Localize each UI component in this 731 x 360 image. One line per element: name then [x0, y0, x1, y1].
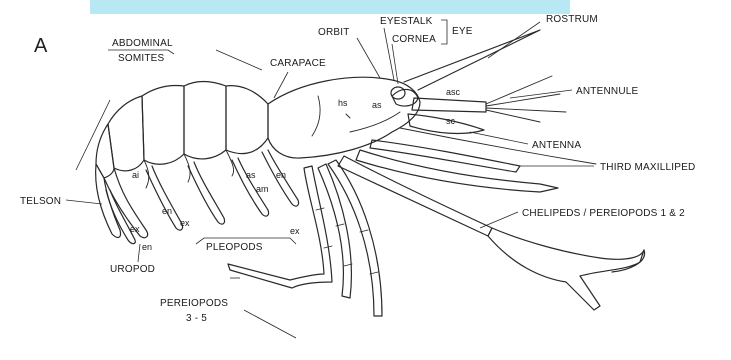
label-ex-3: ex	[290, 226, 300, 236]
label-uropod: UROPOD	[110, 264, 155, 275]
label-eye: EYE	[452, 26, 473, 37]
label-cornea: CORNEA	[392, 34, 436, 45]
label-orbit: ORBIT	[318, 27, 350, 38]
label-eyestalk: EYESTALK	[380, 16, 433, 27]
labels: ABDOMINAL SOMITES CARAPACE ORBIT EYESTAL…	[20, 14, 695, 324]
label-pereiopods: PEREIOPODS	[160, 298, 228, 309]
label-en-2: en	[276, 170, 286, 180]
shrimp-body	[96, 30, 645, 316]
label-en-3: en	[162, 206, 172, 216]
label-asc: asc	[446, 87, 461, 97]
panel-letter: A	[34, 35, 48, 57]
label-en-1: en	[142, 242, 152, 252]
label-as-pleo: as	[246, 170, 256, 180]
label-third-maxilliped: THIRD MAXILLIPED	[600, 162, 695, 173]
label-sc: sc	[446, 116, 456, 126]
label-carapace: CARAPACE	[270, 58, 326, 69]
label-abdominal: ABDOMINAL	[112, 38, 173, 49]
label-telson: TELSON	[20, 196, 61, 207]
label-am: am	[256, 184, 269, 194]
label-rostrum: ROSTRUM	[546, 14, 598, 25]
label-chelipeds: CHELIPEDS / PEREIOPODS 1 & 2	[522, 208, 685, 219]
header-band	[90, 0, 570, 14]
leader-lines	[66, 20, 594, 338]
hepatic-spine-marker	[346, 114, 350, 118]
label-ex-1: ex	[180, 218, 190, 228]
label-ex-2: ex	[130, 224, 140, 234]
label-as-head: as	[372, 100, 382, 110]
label-antennule: ANTENNULE	[576, 86, 638, 97]
label-antenna: ANTENNA	[532, 140, 581, 151]
label-pereiopods-range: 3 - 5	[186, 313, 207, 324]
label-pleopods: PLEOPODS	[206, 242, 263, 253]
label-ai: ai	[132, 170, 139, 180]
label-hs: hs	[338, 98, 348, 108]
label-somites: SOMITES	[118, 53, 165, 64]
